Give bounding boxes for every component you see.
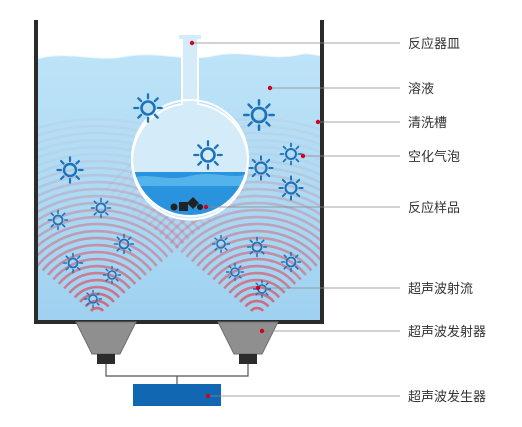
wave-arc <box>244 299 270 308</box>
red-dot-icon <box>300 153 306 159</box>
red-dot-icon <box>189 40 195 46</box>
wave-arc <box>38 236 158 267</box>
sun-burst-icon <box>280 251 302 273</box>
transducer-left <box>75 321 137 364</box>
red-dot-markers <box>189 40 321 399</box>
ultrasonic-generator <box>133 384 221 406</box>
wave-arc <box>190 229 320 263</box>
cable <box>105 364 249 384</box>
sun-burst-icon <box>47 209 69 231</box>
wave-arc <box>38 201 185 245</box>
label-solution: 溶液 <box>408 81 434 96</box>
sun-burst-icon <box>62 252 84 274</box>
wave-arc <box>180 215 320 254</box>
label-generator: 超声波发生器 <box>408 389 486 404</box>
label-jet: 超声波射流 <box>408 281 473 296</box>
label-reactor: 反应器皿 <box>408 36 460 51</box>
sun-burst-icon <box>102 265 122 285</box>
sun-burst-icon <box>252 279 272 299</box>
wave-arc <box>174 208 320 249</box>
sun-burst-icon <box>193 140 223 170</box>
wave-arc <box>38 215 174 254</box>
wave-arc <box>63 271 131 290</box>
reaction-sample <box>170 197 203 211</box>
sun-burst-icon <box>243 99 275 131</box>
transducer-right <box>217 321 279 364</box>
red-dot-icon <box>203 204 209 210</box>
sun-burst-icon <box>278 175 304 201</box>
sun-burst-icon <box>279 142 303 166</box>
wave-arc <box>38 222 169 258</box>
sun-burst-icon <box>113 233 135 255</box>
wave-arc <box>38 194 190 240</box>
sun-burst-icon <box>225 262 245 282</box>
sun-burst-icon <box>83 289 103 309</box>
wave-arc <box>185 222 320 258</box>
wave-arc <box>89 306 105 312</box>
sun-burst-icon <box>248 155 274 181</box>
wave-arc <box>38 229 164 263</box>
sun-burst-icon <box>133 93 163 123</box>
tank-wall <box>34 20 324 324</box>
label-sample: 反应样品 <box>408 200 460 215</box>
red-dot-icon <box>267 85 273 91</box>
wave-arc <box>169 201 320 245</box>
wave-arc <box>201 243 313 272</box>
wave-arc <box>57 264 137 285</box>
red-dot-icon <box>205 393 211 399</box>
label-transducer: 超声波发射器 <box>408 324 486 339</box>
leader-lines <box>192 42 400 397</box>
label-tank: 清洗槽 <box>408 115 447 130</box>
wave-arc <box>52 257 142 281</box>
wave-arc <box>249 306 265 312</box>
wave-arc <box>41 243 153 272</box>
sun-burst-icon <box>211 234 231 254</box>
red-dot-icon <box>259 328 265 334</box>
wave-arc <box>79 292 115 303</box>
sun-burst-icon <box>246 236 268 258</box>
wave-arc <box>47 250 147 276</box>
red-dot-icon <box>315 119 321 125</box>
red-dot-icon <box>255 285 261 291</box>
wave-arc <box>223 271 291 290</box>
wave-arc <box>217 264 297 285</box>
wave-arc <box>68 278 126 294</box>
label-bubbles: 空化气泡 <box>408 149 460 164</box>
wave-arc <box>73 285 121 299</box>
cavitation-bubbles <box>47 93 304 309</box>
sun-burst-icon <box>90 197 112 219</box>
sun-burst-icon <box>56 156 84 184</box>
